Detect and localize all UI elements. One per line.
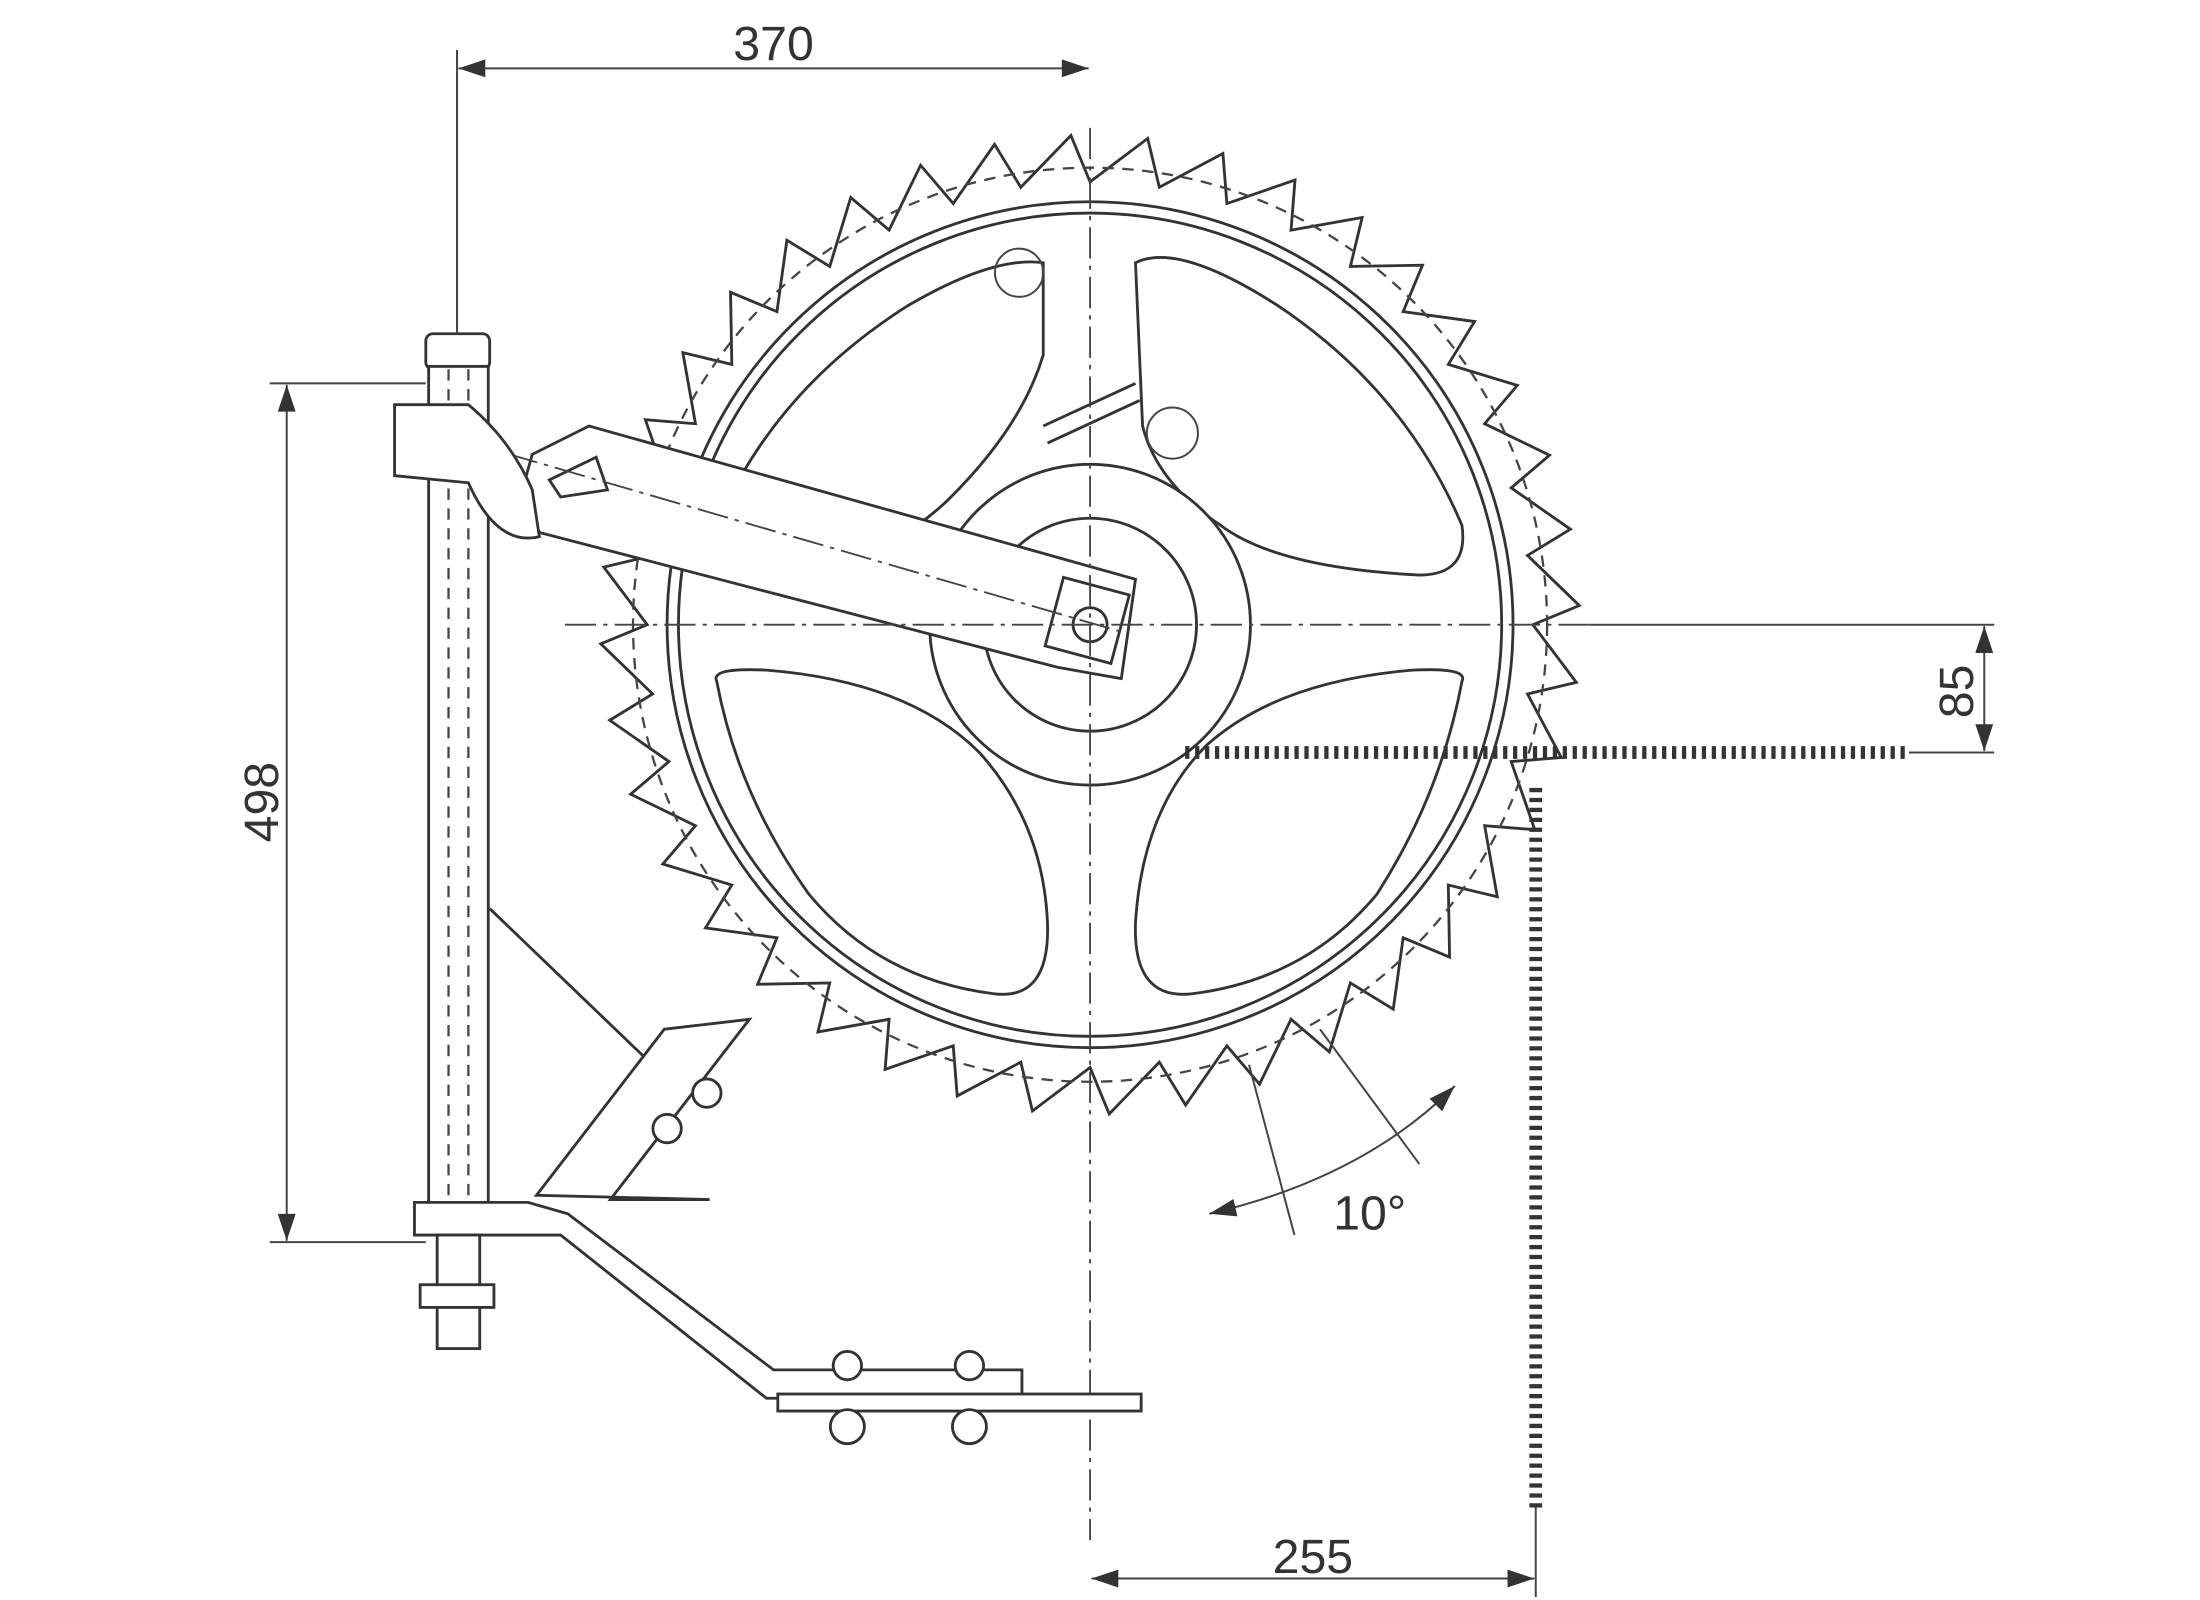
foot-plate — [776, 1392, 1143, 1413]
lower-arm — [413, 1200, 1024, 1400]
rosette-icon — [993, 247, 1045, 298]
dimension-label: 370 — [733, 17, 814, 71]
mounting-bracket — [393, 332, 1143, 1446]
wheel-window — [714, 668, 1049, 996]
dimension-angle: 10° — [1209, 1028, 1456, 1240]
crank-arm — [520, 424, 1138, 681]
dimension-label: 255 — [1273, 1530, 1354, 1584]
top-nut — [424, 332, 492, 371]
crank-square-hole — [547, 455, 610, 499]
dimension-370: 370 — [456, 17, 1089, 334]
diagonal-strut — [533, 1017, 753, 1201]
dimension-255: 255 — [1091, 1507, 1537, 1597]
rosette-icon — [1145, 406, 1199, 460]
dimension-85: 85 — [1589, 623, 1995, 754]
wheel-window — [1134, 668, 1465, 996]
wheel-teeth — [598, 132, 1582, 1117]
dimension-label: 498 — [235, 762, 289, 843]
dimension-label: 10° — [1333, 1186, 1406, 1240]
dimension-label: 85 — [1930, 665, 1984, 719]
crank-clamp — [393, 403, 541, 540]
dimension-498: 498 — [235, 382, 426, 1244]
